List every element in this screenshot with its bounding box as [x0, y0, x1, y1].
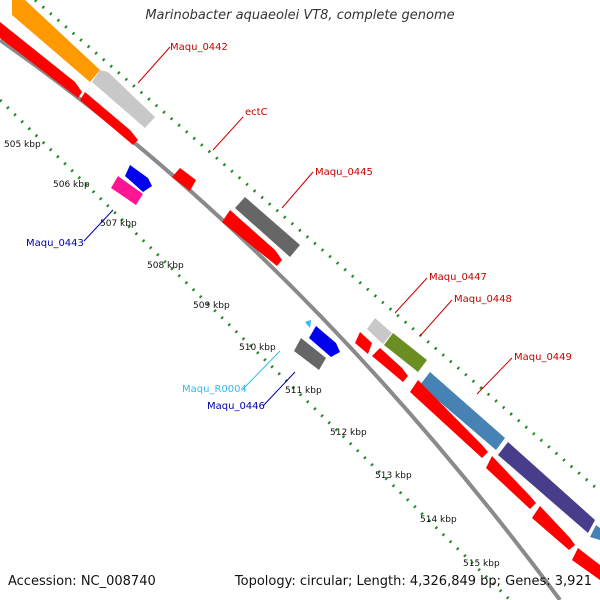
feature-blue-arrow[interactable]: [125, 165, 152, 192]
tick-label: 514 kbp: [420, 515, 457, 525]
tick-label: 506 kbp: [53, 180, 90, 190]
feature-lightgray-2[interactable]: [367, 318, 392, 344]
cds-arrow[interactable]: [532, 506, 575, 550]
feature-label-ectc[interactable]: ectC: [245, 107, 268, 118]
tick-label: 513 kbp: [375, 471, 412, 481]
feature-label-maqu-0442[interactable]: Maqu_0442: [170, 42, 228, 53]
feature-label-maqu-0447[interactable]: Maqu_0447: [429, 272, 487, 283]
tick-label: 512 kbp: [330, 428, 367, 438]
callout-line: [212, 116, 244, 151]
feature-blue-arrow-2[interactable]: [309, 326, 340, 357]
outer-feature-track: [12, 0, 600, 540]
callout-line: [281, 171, 314, 209]
tick-label: 505 kbp: [4, 140, 41, 150]
topology-text: Topology: circular; Length: 4,326,849 bp…: [234, 574, 592, 589]
feature-darkgray-2[interactable]: [294, 338, 326, 370]
outer-tick-ring-1: [34, 0, 600, 494]
cds-arrow[interactable]: [410, 380, 488, 458]
minus-feature-track: [111, 165, 340, 370]
feature-orange[interactable]: [12, 0, 100, 82]
cds-arrow[interactable]: [80, 92, 138, 145]
feature-label-maqu-0448[interactable]: Maqu_0448: [454, 294, 512, 305]
feature-steelblue[interactable]: [420, 372, 505, 450]
callout-line: [476, 357, 513, 395]
feature-label-maqu-0449[interactable]: Maqu_0449: [514, 352, 572, 363]
tick-label: 508 kbp: [147, 261, 184, 271]
genome-backbone: [0, 38, 562, 600]
map-title: Marinobacter aquaeolei VT8, complete gen…: [145, 8, 455, 23]
feature-darkgray[interactable]: [235, 197, 300, 257]
cds-arrow[interactable]: [572, 548, 600, 580]
feature-olive[interactable]: [384, 333, 427, 372]
callout-line: [394, 277, 428, 314]
feature-label-maqu-r0004[interactable]: Maqu_R0004: [182, 384, 247, 395]
feature-magenta[interactable]: [111, 176, 143, 205]
callout-line: [419, 299, 453, 337]
rna-feature-marker[interactable]: [305, 320, 311, 328]
cds-arrow[interactable]: [486, 456, 536, 509]
callout-line: [137, 46, 171, 84]
tick-label: 511 kbp: [285, 386, 322, 396]
feature-label-maqu-0443[interactable]: Maqu_0443: [26, 238, 84, 249]
feature-label-maqu-0446[interactable]: Maqu_0446: [207, 401, 265, 412]
accession-text: Accession: NC_008740: [8, 574, 156, 589]
tick-label: 507 kbp: [100, 219, 137, 229]
tick-label: 515 kbp: [463, 559, 500, 569]
tick-label: 510 kbp: [239, 343, 276, 353]
cds-arrow[interactable]: [372, 348, 408, 382]
feature-lightgray[interactable]: [92, 70, 155, 128]
cds-arrow[interactable]: [0, 22, 82, 98]
callout-line: [242, 350, 281, 390]
feature-slateblue[interactable]: [498, 442, 595, 533]
feature-steelblue-2[interactable]: [590, 525, 600, 540]
cds-arrow[interactable]: [172, 168, 196, 191]
feature-label-maqu-0445[interactable]: Maqu_0445: [315, 167, 373, 178]
cds-track: [0, 22, 600, 580]
callout-line: [83, 209, 114, 242]
callout-line: [262, 371, 296, 407]
cds-arrow[interactable]: [355, 332, 372, 354]
tick-label: 509 kbp: [193, 301, 230, 311]
cds-arrow[interactable]: [222, 210, 282, 266]
